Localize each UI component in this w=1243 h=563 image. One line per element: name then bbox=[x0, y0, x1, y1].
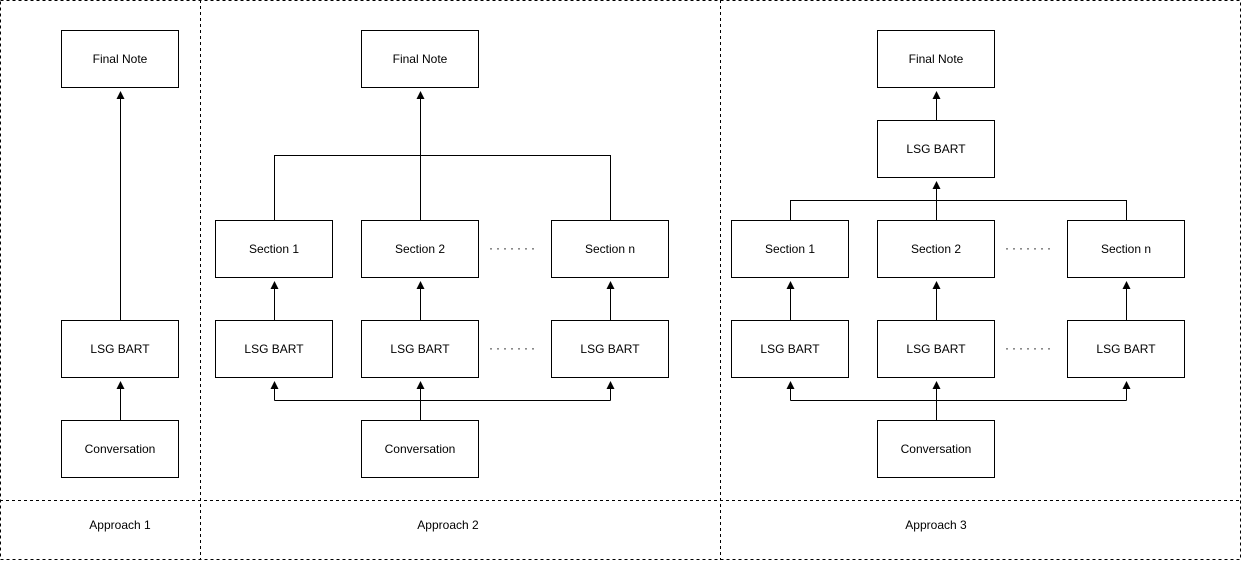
a3-conversation-label: Conversation bbox=[900, 442, 972, 456]
a2-section-2-box: Section 2 bbox=[361, 220, 479, 278]
a3-lsg-bart-2-box: LSG BART bbox=[877, 320, 995, 378]
a2-section-n-label: Section n bbox=[584, 242, 636, 256]
a2-lsg-bart-n-box: LSG BART bbox=[551, 320, 669, 378]
a2-lsg-bart-1-label: LSG BART bbox=[244, 342, 304, 356]
a3-section-ellipsis: ······· bbox=[1005, 241, 1054, 255]
a2-lsg-bart-2-box: LSG BART bbox=[361, 320, 479, 378]
a3-conversation-box: Conversation bbox=[877, 420, 995, 478]
a2-section-ellipsis: ······· bbox=[489, 241, 538, 255]
a3-lsg-bart-n-label: LSG BART bbox=[1096, 342, 1156, 356]
a3-lsg-bart-1-box: LSG BART bbox=[731, 320, 849, 378]
a2-final-note-box: Final Note bbox=[361, 30, 479, 88]
a1-lsg-bart-label: LSG BART bbox=[90, 342, 150, 356]
approach-3-caption: Approach 3 bbox=[905, 518, 967, 532]
a2-section-1-label: Section 1 bbox=[248, 242, 300, 256]
a3-section-n-box: Section n bbox=[1067, 220, 1185, 278]
a2-lsg-ellipsis: ······· bbox=[489, 341, 538, 355]
a1-final-note-box: Final Note bbox=[61, 30, 179, 88]
a2-section-1-box: Section 1 bbox=[215, 220, 333, 278]
a3-final-note-box: Final Note bbox=[877, 30, 995, 88]
a3-lsg-bart-1-label: LSG BART bbox=[760, 342, 820, 356]
approach-1-caption: Approach 1 bbox=[89, 518, 151, 532]
a3-final-note-label: Final Note bbox=[908, 52, 964, 66]
a3-section-1-box: Section 1 bbox=[731, 220, 849, 278]
a2-section-n-box: Section n bbox=[551, 220, 669, 278]
a2-lsg-bart-2-label: LSG BART bbox=[390, 342, 450, 356]
a1-conversation-label: Conversation bbox=[84, 442, 156, 456]
a3-section-2-box: Section 2 bbox=[877, 220, 995, 278]
a2-section-2-label: Section 2 bbox=[394, 242, 446, 256]
a3-lsg-bart-2-label: LSG BART bbox=[906, 342, 966, 356]
a2-final-note-label: Final Note bbox=[392, 52, 448, 66]
a1-conversation-box: Conversation bbox=[61, 420, 179, 478]
a2-lsg-bart-1-box: LSG BART bbox=[215, 320, 333, 378]
a2-conversation-box: Conversation bbox=[361, 420, 479, 478]
a3-section-n-label: Section n bbox=[1100, 242, 1152, 256]
edge-a2-merge bbox=[274, 155, 611, 220]
edge-a3-merge bbox=[790, 200, 1127, 220]
a1-lsg-bart-box: LSG BART bbox=[61, 320, 179, 378]
a3-lsg-ellipsis: ······· bbox=[1005, 341, 1054, 355]
a2-lsg-bart-n-label: LSG BART bbox=[580, 342, 640, 356]
a2-conversation-label: Conversation bbox=[384, 442, 456, 456]
a3-section-2-label: Section 2 bbox=[910, 242, 962, 256]
a3-section-1-label: Section 1 bbox=[764, 242, 816, 256]
approach-2-caption: Approach 2 bbox=[417, 518, 479, 532]
a3-lsg-bart-top-box: LSG BART bbox=[877, 120, 995, 178]
a3-lsg-bart-n-box: LSG BART bbox=[1067, 320, 1185, 378]
a3-lsg-bart-top-label: LSG BART bbox=[906, 142, 966, 156]
a1-final-note-label: Final Note bbox=[92, 52, 148, 66]
